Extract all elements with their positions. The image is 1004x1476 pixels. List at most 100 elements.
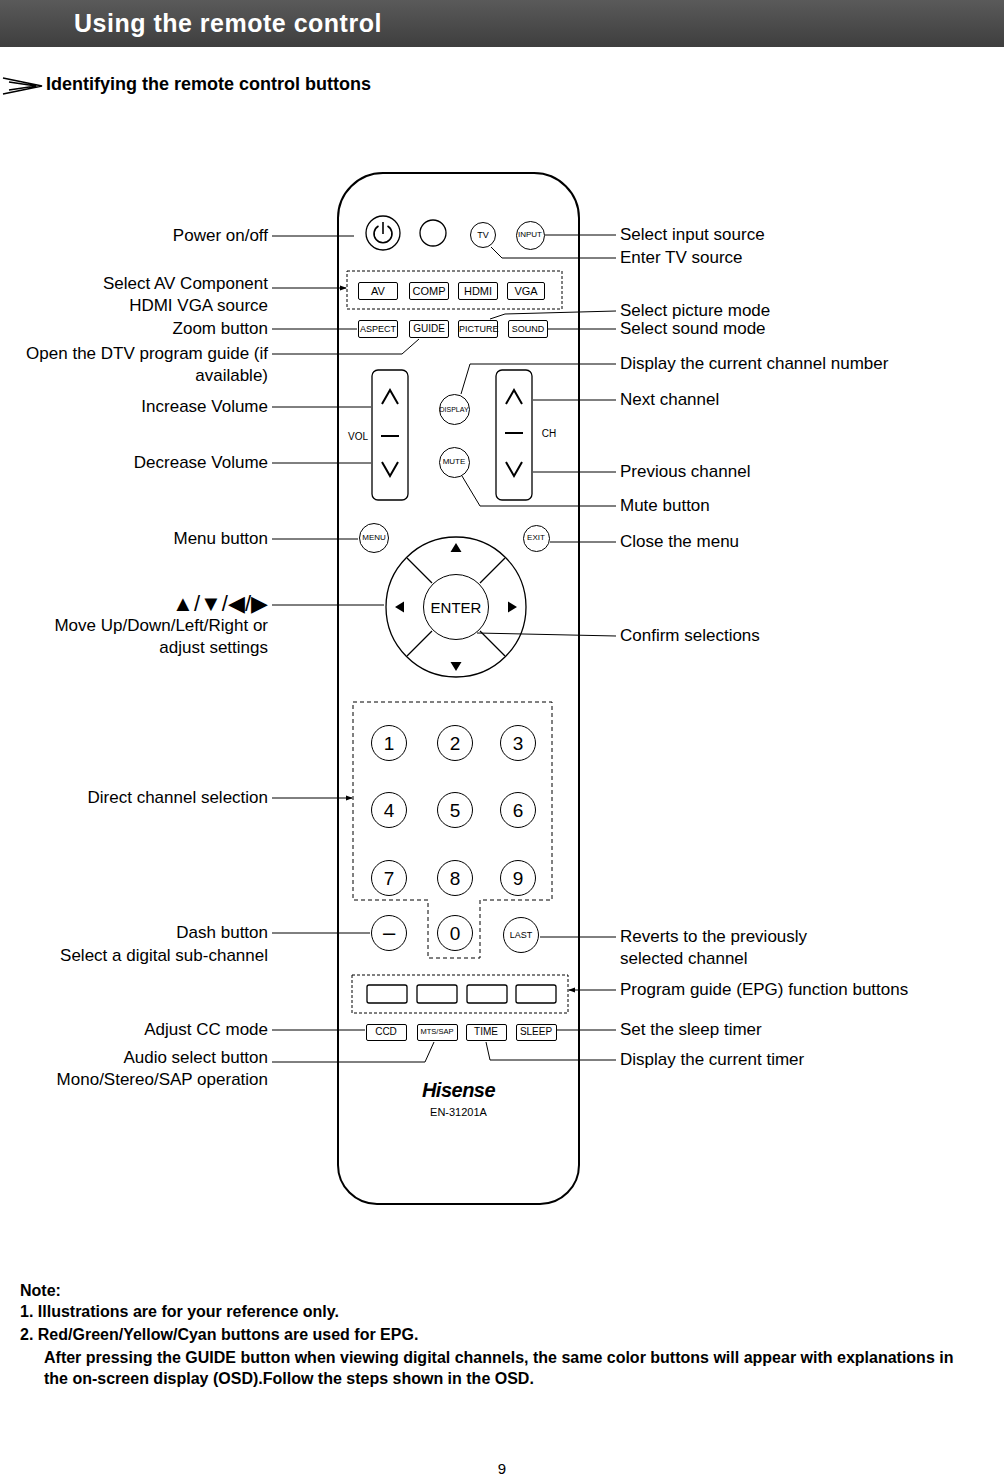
leader-line [272, 236, 354, 237]
button-label: TIME [467, 1027, 506, 1037]
callout-label: Move Up/Down/Left/Right or adjust settin… [50, 615, 268, 659]
leader-line [533, 472, 616, 473]
leader-line [491, 247, 616, 258]
rect-button: AV [358, 282, 398, 300]
channel-arrows [505, 390, 523, 476]
round-button: EXIT [523, 525, 550, 552]
color-button [516, 985, 556, 1003]
button-label: 1 [372, 734, 406, 753]
leader-line [272, 539, 358, 540]
callout-label: Zoom button [173, 318, 268, 340]
round-button: MENU [359, 523, 389, 553]
rect-button: VGA [507, 282, 545, 300]
callout-label: Confirm selections [620, 625, 760, 647]
page-title: Using the remote control [74, 9, 382, 38]
button-label: SLEEP [517, 1027, 556, 1037]
callout-label: Select input source [620, 224, 765, 246]
button-label: 7 [372, 869, 406, 888]
leader-line [545, 235, 616, 236]
button-label: 5 [438, 801, 472, 820]
arrow-symbols: ▲/▼/◀/▶ [172, 589, 268, 618]
number-group-outline [353, 702, 552, 958]
callout-label: Select a digital sub-channel [60, 945, 268, 967]
rect-button: ASPECT [358, 320, 398, 338]
button-label: SOUND [509, 325, 547, 334]
rect-button: PICTURE [458, 320, 498, 338]
button-label: TV [471, 231, 495, 240]
rect-button: SLEEP [516, 1024, 557, 1041]
callout-label: Display the current timer [620, 1049, 804, 1071]
number-button: 9 [500, 860, 536, 896]
leader-line [272, 407, 371, 408]
round-button: MUTE [439, 447, 470, 478]
leader-line [272, 933, 370, 934]
leader-line [550, 542, 616, 543]
leader-line [272, 463, 371, 464]
power-icon [374, 222, 392, 243]
color-group-outline [352, 975, 568, 1013]
subtitle: Identifying the remote control buttons [46, 73, 371, 96]
volume-rocker [372, 370, 408, 500]
button-label: 2 [438, 734, 472, 753]
number-button: 0 [437, 915, 473, 951]
rect-button: CCD [366, 1024, 407, 1041]
callout-label: Select AV Component HDMI VGA source [68, 273, 268, 317]
dpad-arrows [395, 543, 517, 671]
button-label: 9 [501, 869, 535, 888]
button-label: 3 [501, 734, 535, 753]
power-button [366, 216, 400, 250]
enter-button: ENTER [423, 574, 489, 640]
callout-label: Mute button [620, 495, 710, 517]
leader-line [533, 400, 616, 401]
round-button: LAST [503, 917, 539, 953]
page-number: 9 [498, 1459, 506, 1476]
number-button: 5 [437, 792, 473, 828]
remote-body: HisenseEN-31201ATVINPUTAVCOMPHDMIVGAASPE… [337, 172, 580, 1205]
rocker-label: VOL [348, 430, 368, 443]
callout-label: Next channel [620, 389, 719, 411]
rect-button: GUIDE [409, 320, 449, 338]
button-label: AV [359, 286, 397, 297]
source-group-outline [347, 271, 562, 309]
button-label: PICTURE [459, 325, 497, 334]
callout-label: Set the sleep timer [620, 1019, 762, 1041]
rect-button: TIME [466, 1024, 507, 1041]
leader-line [272, 329, 357, 330]
callout-label: Direct channel selection [88, 787, 268, 809]
button-label: LAST [504, 931, 538, 940]
number-button: 3 [500, 725, 536, 761]
leader-line [272, 339, 419, 354]
leader-line [272, 1030, 365, 1031]
callout-label: Menu button [173, 528, 268, 550]
button-label: 8 [438, 869, 472, 888]
callout-label: Select sound mode [620, 318, 766, 340]
callout-label: Enter TV source [620, 247, 743, 269]
round-button: DISPLAY [439, 394, 470, 425]
model-number: EN-31201A [339, 1107, 578, 1118]
volume-arrows [381, 390, 399, 476]
color-button [417, 985, 457, 1003]
callout-label: Close the menu [620, 531, 739, 553]
dash-button: – [371, 915, 407, 951]
callout-label: Select picture mode [620, 300, 770, 322]
leader-line [548, 329, 616, 330]
button-label: MTS/SAP [418, 1028, 457, 1036]
button-label: GUIDE [410, 324, 448, 334]
note-text: 1. Illustrations are for your reference … [20, 1301, 339, 1322]
dpad-ring [386, 537, 526, 677]
callout-label: Previous channel [620, 461, 750, 483]
title-bar: Using the remote control [0, 0, 1004, 47]
button-label: MENU [360, 534, 388, 542]
brand-logo: Hisense [339, 1080, 578, 1100]
round-button: TV [470, 222, 496, 248]
color-button [467, 985, 507, 1003]
round-button: INPUT [516, 221, 545, 250]
number-button: 2 [437, 725, 473, 761]
button-label: ASPECT [359, 325, 397, 334]
leader-line [272, 288, 346, 289]
leader-line [272, 1042, 434, 1062]
button-label: EXIT [524, 534, 549, 542]
number-button: 8 [437, 860, 473, 896]
note-text: Note: [20, 1280, 61, 1301]
button-label: 0 [438, 924, 472, 943]
